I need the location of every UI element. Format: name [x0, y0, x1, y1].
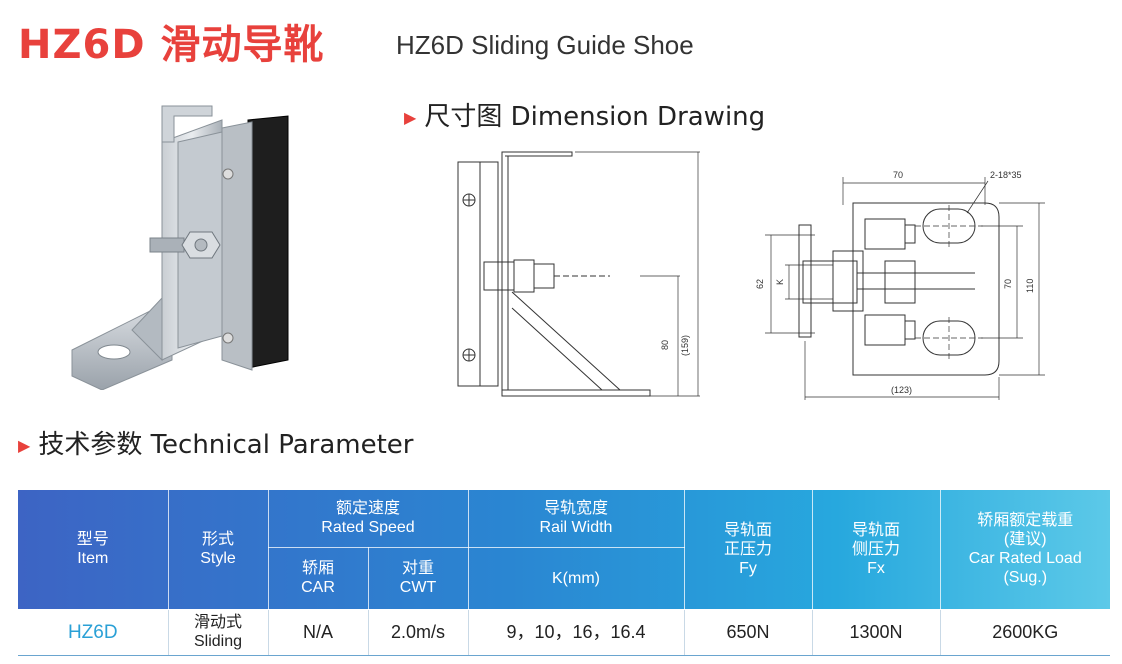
cell-rail-width: 9，10，16，16.4	[468, 609, 685, 656]
top-view-drawing: 70 2-18*35 62 K 70 110 (123)	[755, 170, 1045, 400]
section-technical-heading: ▶ 技术参数 Technical Parameter	[18, 424, 414, 461]
page-title: HZ6D 滑动导靴	[18, 22, 325, 68]
cell-cwt: 2.0m/s	[368, 609, 469, 656]
cell-fx: 1300N	[812, 609, 941, 656]
triangle-marker-icon: ▶	[404, 108, 417, 127]
cell-car: N/A	[268, 609, 369, 656]
top-dim-62: 62	[755, 279, 765, 289]
top-dim-110: 110	[1025, 279, 1035, 293]
section-dimension-heading: ▶ 尺寸图 Dimension Drawing	[404, 96, 765, 133]
header-car-rated-load: 轿厢额定载重(建议)Car Rated Load(Sug.)	[940, 490, 1110, 610]
top-dim-slot: 2-18*35	[990, 170, 1022, 180]
cell-load: 2600KG	[940, 609, 1110, 656]
page-subtitle: HZ6D Sliding Guide Shoe	[396, 30, 694, 60]
cell-item: HZ6D	[18, 609, 169, 656]
header-rail-unit: K(mm)	[468, 547, 685, 610]
side-dim-159: (159)	[680, 335, 690, 356]
top-dim-123: (123)	[891, 385, 912, 395]
top-dim-70-vertical: 70	[1003, 279, 1013, 289]
triangle-marker-icon: ▶	[18, 436, 31, 455]
side-view-drawing: 80 (159)	[457, 151, 700, 397]
section-technical-label: 技术参数 Technical Parameter	[38, 430, 414, 460]
top-dim-k: K	[775, 279, 785, 285]
top-dim-70: 70	[893, 170, 903, 180]
product-photo	[71, 105, 289, 390]
side-dim-80: 80	[660, 340, 670, 350]
cell-fy: 650N	[684, 609, 813, 656]
section-dimension-label: 尺寸图 Dimension Drawing	[424, 102, 766, 132]
